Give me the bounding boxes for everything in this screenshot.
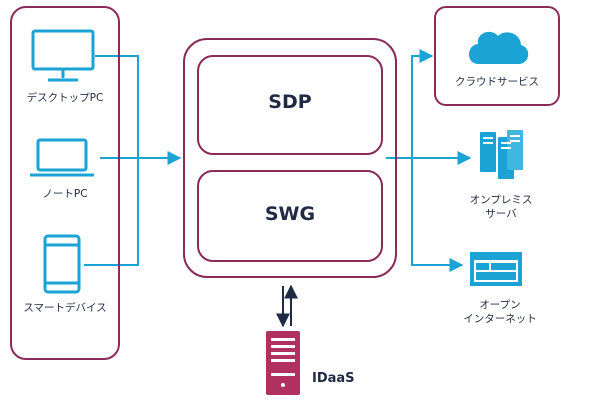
- server-rack-icon: [480, 130, 523, 179]
- open-internet-label-line1: オープン: [479, 299, 521, 311]
- cloud-service-box: [434, 6, 560, 106]
- connector-right: [386, 49, 472, 272]
- device-label-smart: スマートデバイス: [23, 302, 107, 314]
- cloud-icon: [469, 31, 529, 64]
- browser-window-icon: [470, 252, 522, 286]
- smartphone-icon: [43, 234, 81, 294]
- connector-left: [84, 55, 182, 266]
- device-label-laptop: ノートPC: [42, 188, 88, 200]
- laptop-icon: [30, 138, 94, 177]
- sdp-label: SDP: [268, 91, 312, 113]
- device-label-desktop: デスクトップPC: [26, 92, 104, 104]
- onprem-server-label-line2: サーバ: [485, 208, 517, 221]
- cloud-service-label: クラウドサービス: [455, 76, 539, 88]
- open-internet-label-line2: インターネット: [463, 313, 537, 326]
- device-group: [10, 6, 120, 360]
- onprem-server-label: オンプレミス サーバ: [446, 193, 556, 221]
- idaas-label: IDaaS: [312, 371, 355, 386]
- swg-box: [197, 170, 383, 262]
- core-gateway-group: [183, 38, 397, 278]
- open-internet-label: オープン インターネット: [440, 298, 560, 326]
- sdp-box: [197, 55, 383, 155]
- desktop-monitor-icon: [31, 29, 95, 82]
- server-tower-icon: [266, 331, 300, 395]
- swg-label: SWG: [264, 203, 316, 225]
- onprem-server-label-line1: オンプレミス: [469, 194, 533, 206]
- idaas-connector: [276, 284, 298, 328]
